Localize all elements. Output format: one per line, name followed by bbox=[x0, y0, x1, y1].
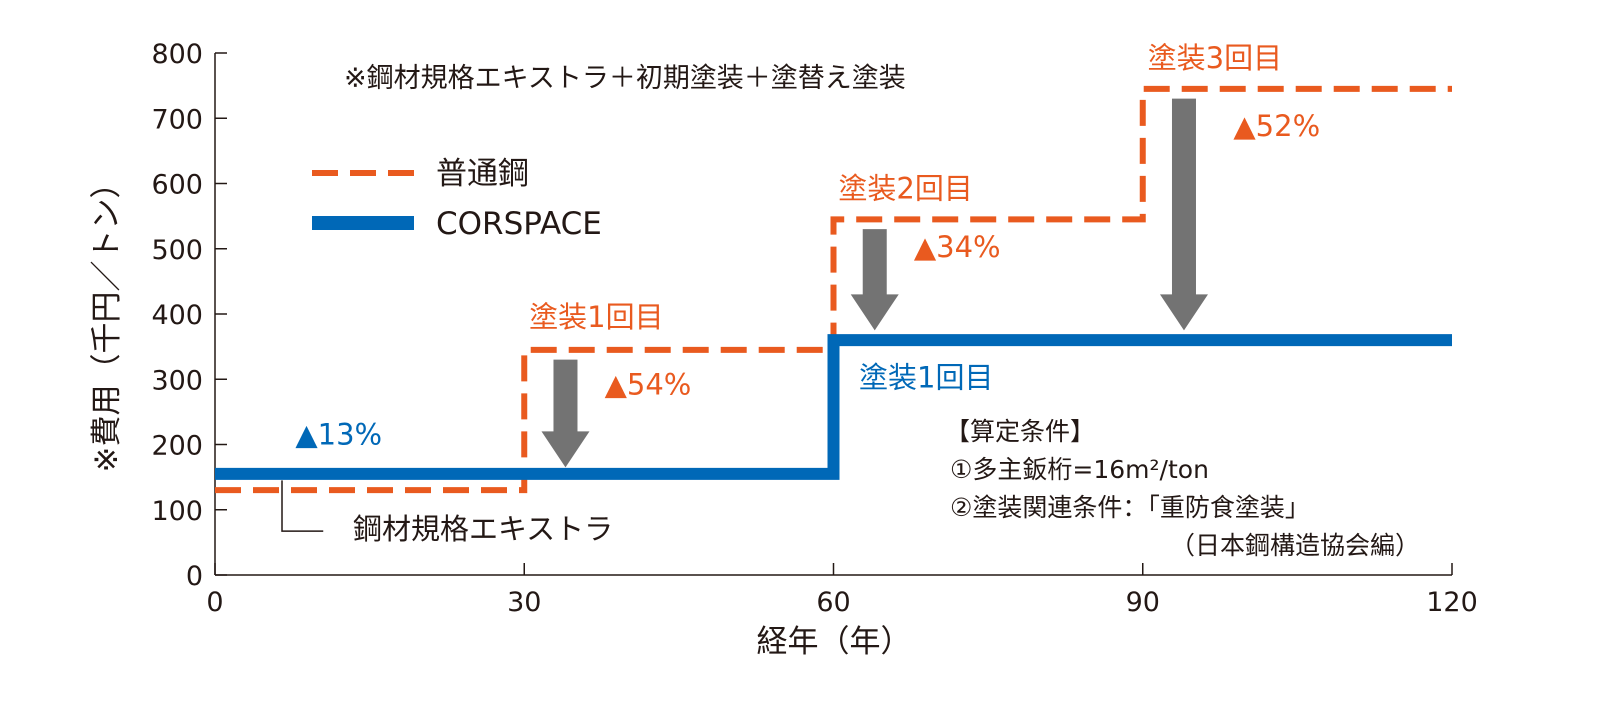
chart-note: ※鋼材規格エキストラ＋初期塗装＋塗替え塗装 bbox=[344, 63, 906, 94]
reduction-arrow bbox=[850, 229, 899, 331]
y-tick-label: 600 bbox=[151, 170, 203, 201]
annotation-extra: 鋼材規格エキストラ bbox=[353, 512, 613, 546]
reduction-arrow bbox=[541, 359, 590, 468]
series-line-steel bbox=[215, 85, 1452, 494]
conditions-line-2: ②塗装関連条件：「重防食塗装」 bbox=[950, 493, 1310, 522]
annotation-pct-54: ▲54% bbox=[605, 367, 692, 401]
series-line-corspace bbox=[215, 334, 1452, 480]
axes: 0 100 200 300 400 500 600 700 800 0 30 60 90 120 bbox=[151, 39, 1477, 618]
annotation-steel-paint-2: 塗装2回目 bbox=[838, 172, 972, 206]
conditions-line-3: （日本鋼構造協会編） bbox=[1170, 531, 1420, 560]
annotation-pct-13: ▲13% bbox=[295, 418, 382, 452]
extra-leader-line bbox=[281, 480, 324, 532]
reduction-arrows bbox=[541, 98, 1208, 468]
x-tick-label: 60 bbox=[816, 587, 850, 618]
calculation-conditions: 【算定条件】 ①多主鈑桁=16m²/ton ②塗装関連条件：「重防食塗装」 （日… bbox=[945, 417, 1420, 560]
conditions-line-1: ①多主鈑桁=16m²/ton bbox=[950, 455, 1209, 484]
x-ticks: 0 30 60 90 120 bbox=[206, 563, 1478, 618]
y-tick-label: 200 bbox=[151, 431, 203, 462]
y-axis-title: ※費用（千円／トン） bbox=[89, 168, 125, 473]
x-tick-label: 0 bbox=[206, 587, 223, 618]
y-tick-label: 400 bbox=[151, 300, 203, 331]
y-tick-label: 500 bbox=[151, 235, 203, 266]
y-tick-label: 100 bbox=[151, 496, 203, 527]
x-tick-label: 90 bbox=[1126, 587, 1160, 618]
series-layer bbox=[215, 85, 1452, 494]
x-axis-title: 経年（年） bbox=[757, 624, 912, 660]
annotation-pct-34: ▲34% bbox=[914, 230, 1001, 264]
y-tick-label: 700 bbox=[151, 104, 203, 135]
y-ticks: 0 100 200 300 400 500 600 700 800 bbox=[151, 39, 227, 592]
legend: 普通鋼 CORSPACE bbox=[312, 156, 602, 242]
annotation-steel-paint-3: 塗装3回目 bbox=[1148, 41, 1282, 75]
y-tick-label: 0 bbox=[186, 561, 203, 592]
annotation-pct-52: ▲52% bbox=[1233, 109, 1320, 143]
legend-corspace-label: CORSPACE bbox=[436, 206, 602, 242]
annotation-steel-paint-1: 塗装1回目 bbox=[529, 300, 663, 334]
annotation-cor-paint-1: 塗装1回目 bbox=[859, 361, 993, 395]
y-tick-label: 300 bbox=[151, 365, 203, 396]
y-tick-label: 800 bbox=[151, 39, 203, 70]
x-tick-label: 30 bbox=[507, 587, 541, 618]
x-tick-label: 120 bbox=[1426, 587, 1478, 618]
legend-steel-label: 普通鋼 bbox=[436, 156, 529, 192]
conditions-title: 【算定条件】 bbox=[945, 417, 1095, 446]
reduction-arrow bbox=[1159, 98, 1208, 331]
